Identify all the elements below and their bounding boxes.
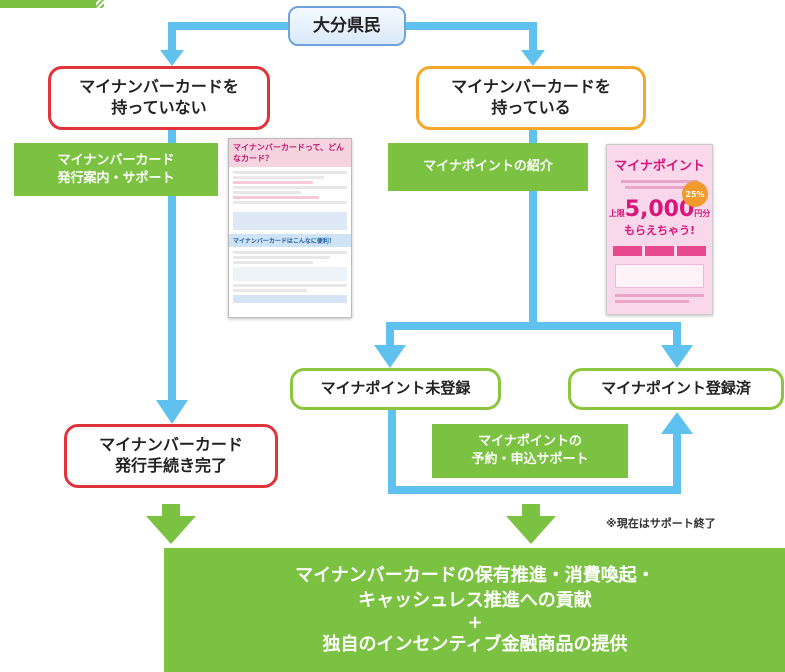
green-arrow-right	[506, 504, 556, 544]
issue-complete-line1: マイナンバーカード	[99, 435, 243, 455]
corner-hatch	[96, 0, 104, 8]
outcome-plus: +	[467, 611, 483, 633]
green-arrow-left	[146, 504, 196, 544]
root-label: 大分県民	[313, 15, 381, 36]
unregistered-node: マイナポイント未登録	[290, 368, 501, 410]
issue-support-label: マイナンバーカード 発行案内・サポート	[14, 143, 218, 196]
point-intro-text: マイナポイントの紹介	[423, 159, 553, 175]
mynumber-card-flyer: マイナンバーカードって、どんなカード？ マイナンバーカードはこんなに便利！	[228, 138, 352, 318]
registered-label: マイナポイント登録済	[601, 379, 751, 398]
issue-complete-node: マイナンバーカード 発行手続き完了	[64, 424, 278, 488]
no-card-node: マイナンバーカードを 持っていない	[48, 66, 270, 130]
point-support-line1: マイナポイントの	[478, 434, 582, 450]
arrowhead-left-top	[160, 50, 184, 66]
outcome-line2: キャッシュレス推進への貢献	[358, 590, 592, 612]
connector-right-split	[386, 130, 537, 348]
corner-bar	[0, 0, 96, 8]
connector-right-split-2	[533, 322, 681, 348]
no-card-line1: マイナンバーカードを	[79, 77, 239, 97]
outcome-line3: 独自のインセンティブ金融商品の提供	[322, 633, 628, 655]
outcome-banner: マイナンバーカードの保有推進・消費喚起・ キャッシュレス推進への貢献 + 独自の…	[164, 548, 785, 672]
connector-root-right	[406, 22, 537, 55]
arrowhead-loop-up	[661, 412, 693, 434]
registered-node: マイナポイント登録済	[568, 368, 784, 410]
flyer1-title: マイナンバーカードって、どんなカード？	[229, 139, 351, 167]
flyer2-badge: 25%	[682, 181, 708, 207]
mynapoint-flyer: マイナポイント 上限5,000円分 25% もらえちゃう!	[606, 144, 713, 315]
has-card-line1: マイナンバーカードを	[451, 77, 611, 97]
connector-loop	[388, 408, 681, 494]
point-support-line2: 予約・申込サポート	[471, 452, 589, 467]
arrowhead-registered	[661, 345, 693, 368]
flyer2-amount-prefix: 上限	[608, 209, 625, 218]
issue-support-line1: マイナンバーカード	[57, 152, 175, 168]
flyer1-subtitle: マイナンバーカードはこんなに便利！	[229, 234, 351, 247]
support-ended-note: ※現在はサポート終了	[606, 517, 716, 530]
flyer2-amount: 5,000	[624, 197, 695, 222]
unregistered-label: マイナポイント未登録	[320, 379, 471, 398]
no-card-line2: 持っていない	[111, 98, 207, 117]
issue-complete-line2: 発行手続き完了	[114, 456, 227, 475]
has-card-line2: 持っている	[491, 98, 571, 117]
flyer2-amount-suffix: 円分	[694, 209, 711, 218]
has-card-node: マイナンバーカードを 持っている	[416, 66, 646, 130]
flyer2-brand: マイナポイント	[614, 159, 705, 174]
arrowhead-right-top	[521, 50, 545, 66]
flyer2-tagline: もらえちゃう!	[623, 224, 696, 237]
root-node: 大分県民	[288, 6, 406, 46]
outcome-line1: マイナンバーカードの保有推進・消費喚起・	[295, 565, 655, 587]
arrowhead-left-bottom	[156, 400, 188, 424]
arrowhead-unregistered	[374, 345, 406, 368]
connector-root-left	[168, 22, 288, 55]
issue-support-line2: 発行案内・サポート	[57, 170, 175, 186]
point-support-label: マイナポイントの 予約・申込サポート	[432, 424, 628, 478]
point-intro-label: マイナポイントの紹介	[388, 143, 588, 191]
